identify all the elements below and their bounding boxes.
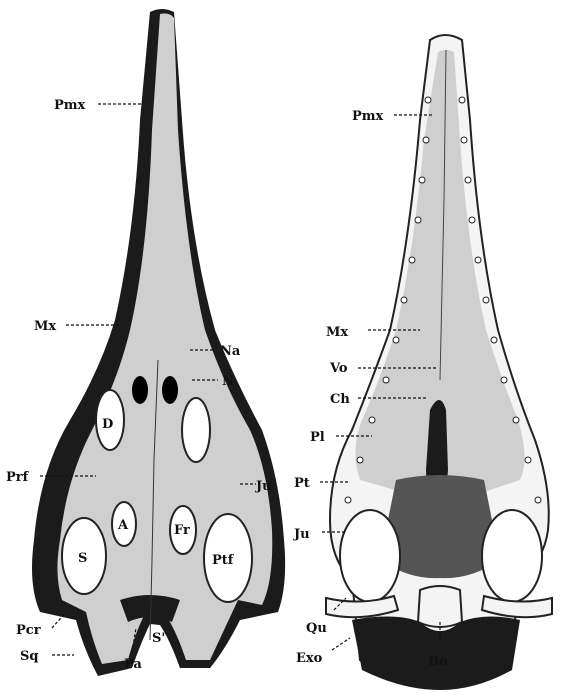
label-left-prf: Prf — [6, 470, 30, 485]
label-right-mx: Mx — [326, 325, 348, 340]
label-left-s-prime: S' — [152, 631, 165, 646]
label-left-mx: Mx — [34, 319, 56, 334]
label-left-s: S — [78, 551, 87, 566]
left-nostril — [132, 376, 148, 404]
left-palatal-opening — [340, 510, 400, 602]
label-left-pcr: Pcr — [16, 623, 41, 638]
lead-right-exo — [332, 638, 350, 650]
palatal-skull-view: Pmx Mx Vo Ch Pl Pt Ju Qu Exo Bo — [293, 35, 552, 690]
label-left-d: D — [102, 417, 113, 432]
label-left-a: A — [117, 518, 129, 533]
label-right-vo: Vo — [329, 361, 348, 376]
dorsal-skull-view: Pmx Mx Na N D Prf Ju A Fr S Ptf Pcr Sq P… — [6, 9, 285, 676]
label-right-ch: Ch — [330, 392, 350, 407]
label-left-sq: Sq — [20, 649, 38, 664]
right-nostril — [162, 376, 178, 404]
label-right-pmx: Pmx — [352, 109, 384, 124]
label-right-pt: Pt — [294, 476, 310, 491]
label-right-bo: Bo — [428, 654, 448, 669]
basioccipital — [418, 586, 462, 627]
right-d-fenestra — [182, 398, 210, 462]
label-left-pa: Pa — [124, 657, 142, 672]
label-left-ju: Ju — [255, 479, 272, 494]
label-right-pl: Pl — [310, 430, 325, 445]
label-right-ju: Ju — [293, 527, 310, 542]
label-left-n: N — [222, 374, 234, 389]
label-left-ptf: Ptf — [212, 553, 235, 568]
label-left-pmx: Pmx — [54, 98, 86, 113]
label-left-fr: Fr — [174, 523, 190, 538]
label-right-qu: Qu — [306, 621, 327, 636]
right-palatal-opening — [482, 510, 542, 602]
label-left-na: Na — [220, 344, 241, 359]
label-right-exo: Exo — [296, 651, 323, 666]
